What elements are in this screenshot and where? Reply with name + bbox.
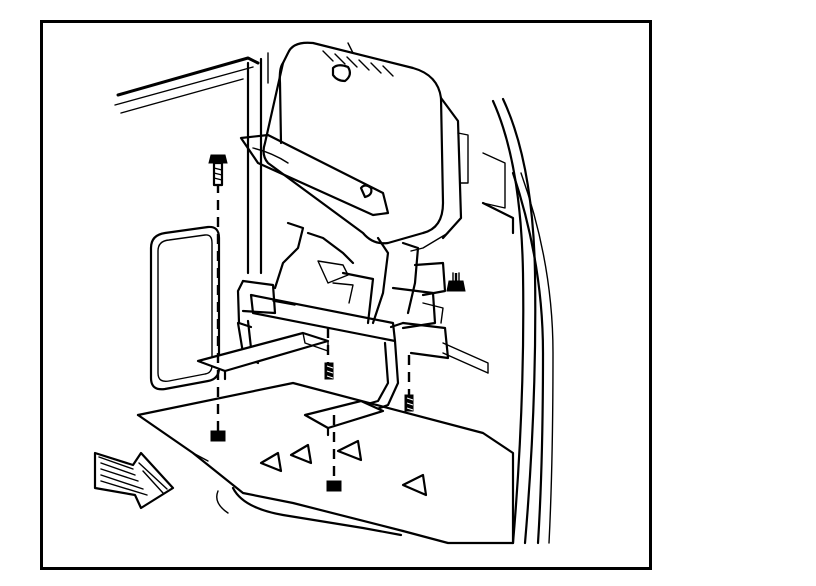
direction-arrow-icon <box>93 451 175 510</box>
seat-back <box>239 41 469 252</box>
door-frame-left <box>246 42 364 275</box>
mounting-brackets <box>196 319 400 437</box>
floor-ribs <box>259 439 428 497</box>
window-top-edge <box>114 56 260 114</box>
installation-guide-lines <box>216 183 458 488</box>
floor-panel <box>136 381 515 545</box>
seat-installation-diagram <box>93 41 554 545</box>
nut-icon <box>210 272 466 492</box>
diagram-frame <box>40 20 652 570</box>
bolt-icon <box>208 154 228 187</box>
right-body-panel <box>442 97 554 545</box>
seat-frame-mechanism <box>236 221 450 360</box>
